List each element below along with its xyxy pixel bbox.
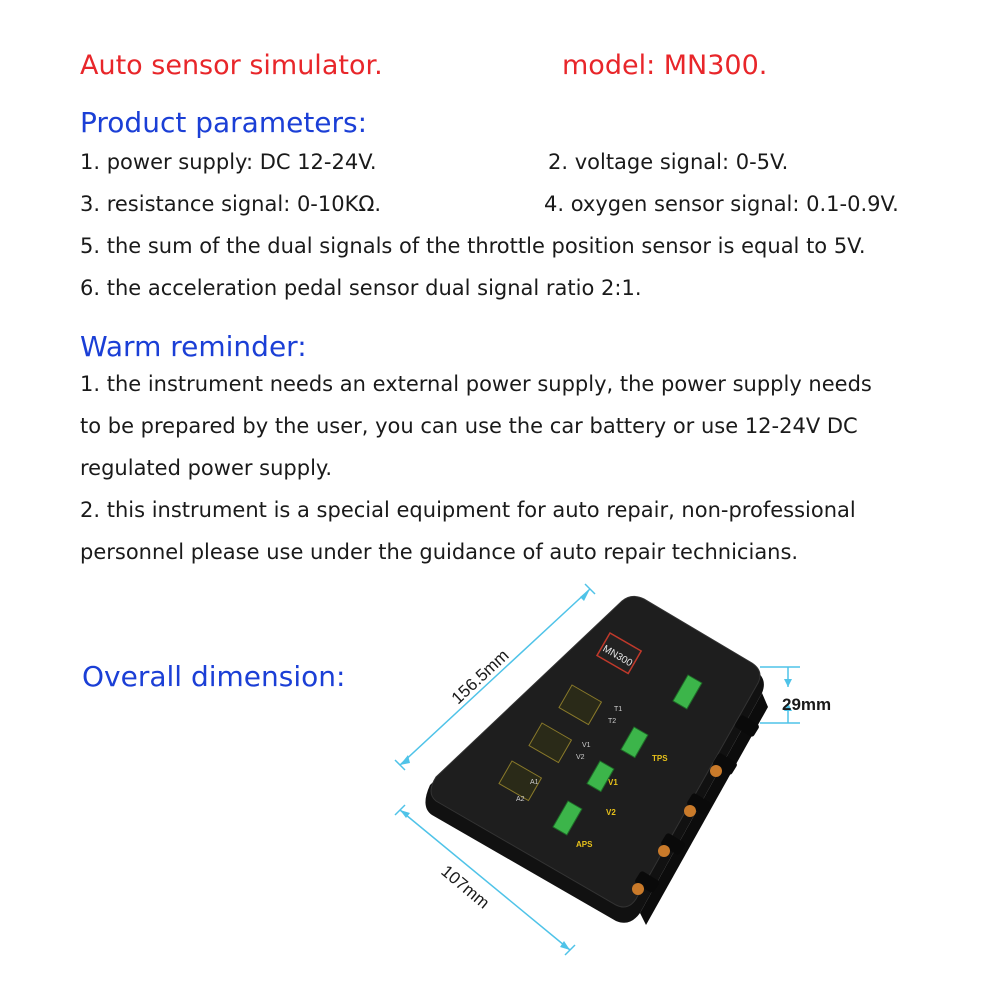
- param-item-3: 3. resistance signal: 0-10KΩ.: [80, 192, 382, 216]
- display-v: [528, 722, 573, 764]
- length-label: 156.5mm: [448, 646, 513, 708]
- width-label: 107mm: [437, 862, 493, 913]
- width-dimension-line: [399, 809, 571, 951]
- terminal-v: [586, 760, 615, 793]
- dimension-heading: Overall dimension:: [82, 660, 346, 693]
- label-v2: V2: [576, 754, 585, 761]
- terminal-blocks: [552, 674, 703, 836]
- label-v1: V1: [582, 742, 591, 749]
- product-title: Auto sensor simulator.: [80, 50, 383, 81]
- label-a2: A2: [516, 796, 525, 803]
- display-a: [498, 760, 543, 802]
- label-tps: TPS: [652, 754, 668, 763]
- parameters-heading: Product parameters:: [80, 106, 368, 139]
- param-item-5: 5. the sum of the dual signals of the th…: [80, 234, 866, 258]
- knobs: [632, 715, 759, 895]
- knob-3: [658, 833, 685, 857]
- model-label: model: MN300.: [562, 50, 768, 81]
- label-v2-section: V2: [606, 808, 616, 817]
- reminder-line-5: personnel please use under the guidance …: [80, 540, 799, 564]
- reminder-line-2: to be prepared by the user, you can use …: [80, 414, 858, 438]
- height-label: 29mm: [782, 695, 831, 714]
- label-t1: T1: [614, 706, 622, 713]
- param-item-1: 1. power supply: DC 12-24V.: [80, 150, 377, 174]
- product-illustration: 156.5mm 107mm 29mm MN300 T1 T2 V1 V2 A1 …: [394, 583, 831, 956]
- label-v1-section: V1: [608, 778, 618, 787]
- display-t: [558, 684, 603, 726]
- terminal-output: [672, 674, 703, 710]
- label-t2: T2: [608, 718, 616, 725]
- param-item-4: 4. oxygen sensor signal: 0.1-0.9V.: [544, 192, 899, 216]
- length-dimension-line: [399, 588, 591, 766]
- reminder-heading: Warm reminder:: [80, 330, 307, 363]
- knob-2: [684, 793, 711, 817]
- label-aps: APS: [576, 840, 593, 849]
- section-labels: TPS V1 V2 APS: [576, 754, 668, 849]
- knob-5: [735, 715, 759, 737]
- param-item-2: 2. voltage signal: 0-5V.: [548, 150, 789, 174]
- reminder-line-4: 2. this instrument is a special equipmen…: [80, 498, 856, 522]
- knob-1: [710, 753, 737, 777]
- label-a1: A1: [530, 779, 539, 786]
- terminal-aps: [552, 800, 583, 836]
- reminder-line-3: regulated power supply.: [80, 456, 333, 480]
- terminal-tps: [620, 726, 649, 759]
- param-item-6: 6. the acceleration pedal sensor dual si…: [80, 276, 642, 300]
- reminder-line-1: 1. the instrument needs an external powe…: [80, 372, 872, 396]
- device-labels: T1 T2 V1 V2 A1 A2: [516, 706, 622, 803]
- display-windows: [498, 684, 603, 802]
- knob-4: [632, 871, 659, 895]
